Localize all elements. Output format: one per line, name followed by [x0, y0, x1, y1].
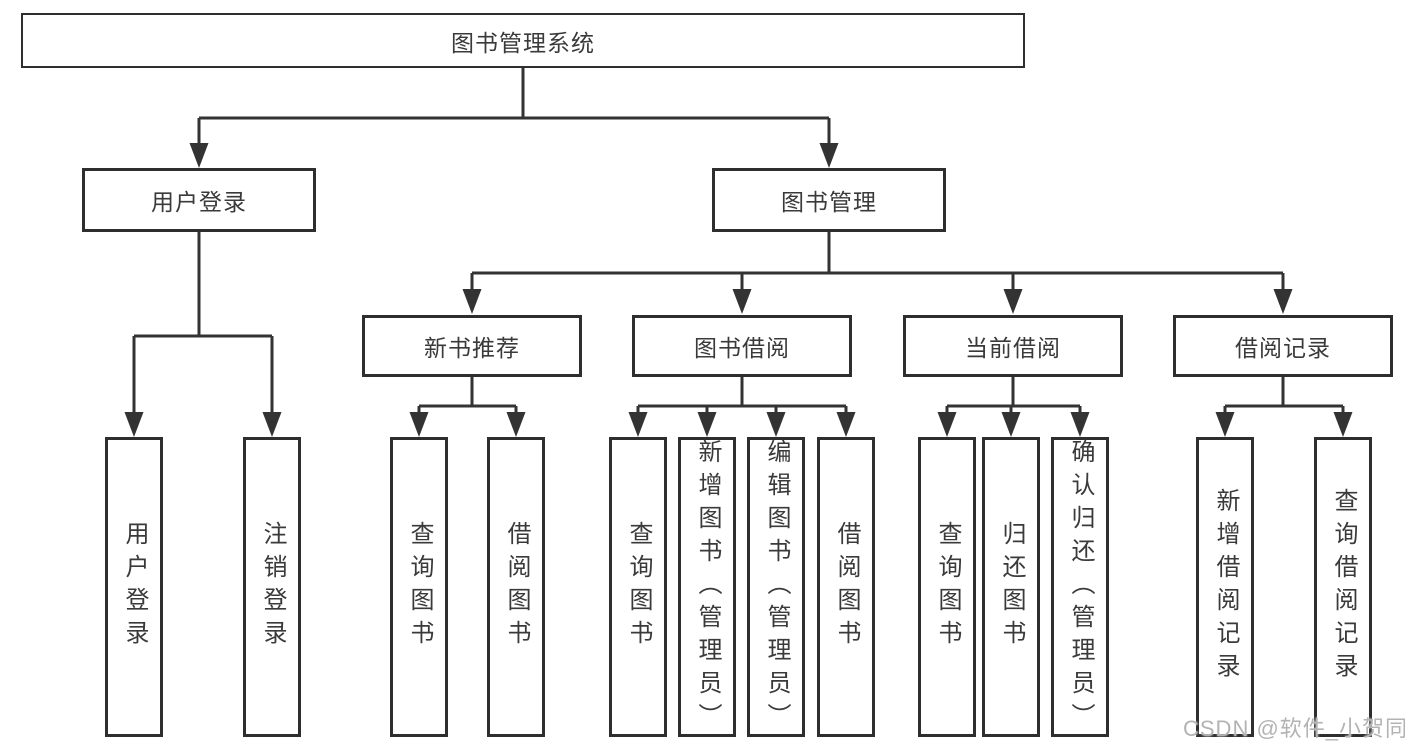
- leaf-newrec-borrow-book: 借阅图书: [487, 437, 545, 737]
- leaf-newrec-borrow-book-label: 借阅图书: [503, 521, 530, 653]
- leaf-borrow-edit-book-admin: 编辑图书（管理员）: [747, 437, 805, 737]
- leaf-record-query-record: 查询借阅记录: [1314, 437, 1372, 737]
- node-book-borrow: 图书借阅: [632, 315, 852, 377]
- node-borrow-record: 借阅记录: [1173, 315, 1393, 377]
- leaf-current-return-book-label: 归还图书: [998, 521, 1025, 653]
- leaf-current-query-book-label: 查询图书: [934, 521, 961, 653]
- leaf-borrow-query-book: 查询图书: [609, 437, 667, 737]
- leaf-borrow-add-book-admin: 新增图书（管理员）: [678, 437, 736, 737]
- leaf-record-add-record-label: 新增借阅记录: [1212, 488, 1239, 686]
- node-book-management: 图书管理: [712, 168, 946, 232]
- leaf-newrec-query-book-label: 查询图书: [406, 521, 433, 653]
- leaf-logout: 注销登录: [243, 437, 301, 737]
- leaf-newrec-query-book: 查询图书: [390, 437, 448, 737]
- leaf-borrow-add-book-admin-label: 新增图书（管理员）: [694, 438, 721, 736]
- leaf-current-confirm-return-admin: 确认归还（管理员）: [1051, 437, 1109, 737]
- leaf-current-confirm-return-admin-label: 确认归还（管理员）: [1067, 438, 1094, 736]
- leaf-logout-label: 注销登录: [259, 521, 286, 653]
- node-new-book-recommend-label: 新书推荐: [424, 335, 520, 361]
- leaf-borrow-edit-book-admin-label: 编辑图书（管理员）: [763, 438, 790, 736]
- node-user-login: 用户登录: [82, 168, 316, 232]
- leaf-borrow-borrow-book: 借阅图书: [817, 437, 875, 737]
- leaf-borrow-borrow-book-label: 借阅图书: [833, 521, 860, 653]
- leaf-user-login: 用户登录: [105, 437, 163, 737]
- node-current-borrow-label: 当前借阅: [965, 335, 1061, 361]
- node-borrow-record-label: 借阅记录: [1235, 335, 1331, 361]
- node-root-label: 图书管理系统: [451, 29, 595, 56]
- node-user-login-label: 用户登录: [151, 189, 247, 215]
- leaf-record-query-record-label: 查询借阅记录: [1330, 488, 1357, 686]
- leaf-borrow-query-book-label: 查询图书: [625, 521, 652, 653]
- node-new-book-recommend: 新书推荐: [362, 315, 582, 377]
- arrowheads: [124, 143, 1353, 437]
- node-current-borrow: 当前借阅: [903, 315, 1123, 377]
- leaf-record-add-record: 新增借阅记录: [1196, 437, 1254, 737]
- node-book-management-label: 图书管理: [781, 189, 877, 215]
- leaf-current-query-book: 查询图书: [918, 437, 976, 737]
- node-book-borrow-label: 图书借阅: [694, 335, 790, 361]
- watermark: CSDN @软件_小贺同学: [1183, 716, 1405, 741]
- leaf-user-login-label: 用户登录: [121, 521, 148, 653]
- node-root: 图书管理系统: [21, 13, 1025, 68]
- leaf-current-return-book: 归还图书: [982, 437, 1040, 737]
